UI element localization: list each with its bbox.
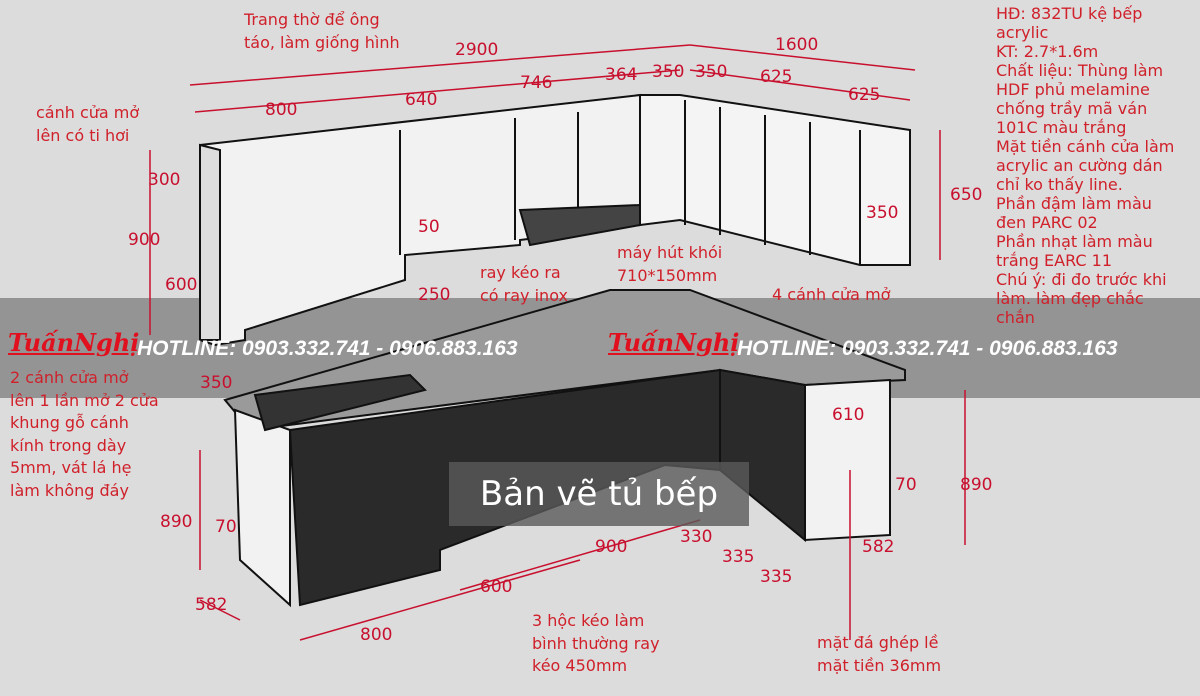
dim-label: 350 — [695, 62, 727, 82]
dim-label: 650 — [950, 185, 982, 205]
hotline-text: HOTLINE: 0903.332.741 - 0906.883.163 — [137, 337, 518, 360]
dim-label: 70 — [895, 475, 917, 495]
drawing-title: Bản vẽ tủ bếp — [449, 462, 749, 526]
dim-label: 350 — [652, 62, 684, 82]
dim-label: 610 — [832, 405, 864, 425]
note-glass-door: 2 cánh cửa mở lên 1 lần mở 2 cửa khung g… — [10, 368, 159, 500]
dim-label: 890 — [160, 512, 192, 532]
dim-label: 625 — [760, 67, 792, 87]
dim-label: 800 — [265, 100, 297, 120]
dim-label: 70 — [215, 517, 237, 537]
dim-label: 900 — [595, 537, 627, 557]
hotline-text: HOTLINE: 0903.332.741 - 0906.883.163 — [737, 337, 1118, 360]
note-drawers: 3 hộc kéo làm bình thường ray kéo 450mm — [532, 611, 660, 675]
dim-label: 350 — [866, 203, 898, 223]
dim-label: 625 — [848, 85, 880, 105]
dim-label: 582 — [195, 595, 227, 615]
dim-label: 746 — [520, 73, 552, 93]
upper-cabinets — [199, 93, 911, 347]
dim-label: 890 — [960, 475, 992, 495]
note-rail: ray kéo ra có ray inox — [480, 263, 568, 305]
dim-label: 250 — [418, 285, 450, 305]
note-stone: mặt đá ghép lề mặt tiền 36mm — [817, 633, 942, 675]
dimension-lines — [149, 44, 966, 641]
note-hood: máy hút khói 710*150mm — [617, 243, 723, 285]
brand-logo: TuấnNghị — [608, 328, 740, 357]
dim-label: 300 — [148, 170, 180, 190]
lower-cabinets — [223, 289, 906, 608]
dim-label: 330 — [680, 527, 712, 547]
note-spec: HĐ: 832TU kệ bếp acrylic KT: 2.7*1.6m Ch… — [996, 4, 1175, 327]
dim-label: 582 — [862, 537, 894, 557]
dim-label: 600 — [165, 275, 197, 295]
brand-logo: TuấnNghị — [8, 328, 140, 357]
dim-label: 50 — [418, 217, 440, 237]
note-altar: Trang thờ để ông táo, làm giống hình — [244, 10, 400, 52]
dim-label: 350 — [200, 373, 232, 393]
dim-label: 2900 — [455, 40, 498, 60]
dim-label: 800 — [360, 625, 392, 645]
dimension-labels: 2900 1600 800 640 746 364 350 350 625 62… — [128, 35, 992, 645]
dim-label: 900 — [128, 230, 160, 250]
dim-label: 335 — [722, 547, 754, 567]
note-four-doors: 4 cánh cửa mở — [772, 285, 891, 304]
dim-label: 335 — [760, 567, 792, 587]
dim-label: 600 — [480, 577, 512, 597]
dim-label: 364 — [605, 65, 637, 85]
note-lift-door: cánh cửa mở lên có ti hơi — [36, 103, 140, 145]
dim-label: 1600 — [775, 35, 818, 55]
dim-label: 640 — [405, 90, 437, 110]
